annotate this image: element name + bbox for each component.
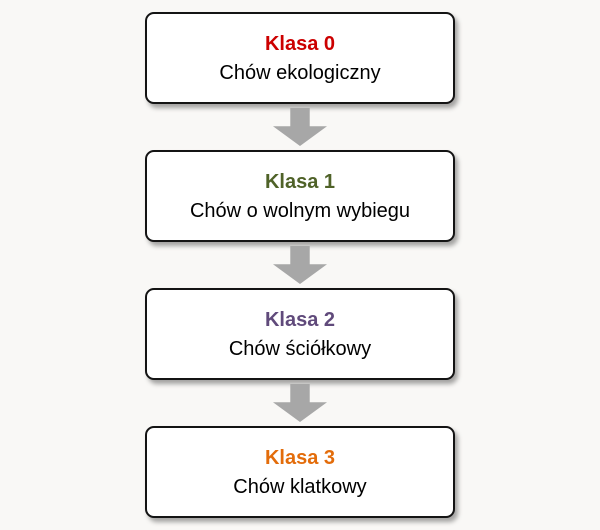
node-label: Chów ekologiczny bbox=[219, 61, 381, 84]
node-title: Klasa 3 bbox=[264, 446, 336, 469]
down-arrow-icon bbox=[273, 246, 327, 284]
flowchart-node-klasa-3: Klasa 3 Chów klatkowy bbox=[145, 426, 455, 518]
arrow-wrap bbox=[273, 242, 327, 288]
node-title: Klasa 2 bbox=[264, 308, 336, 331]
down-arrow-icon bbox=[273, 384, 327, 422]
node-label: Chów ściółkowy bbox=[228, 337, 372, 360]
node-label: Chów o wolnym wybiegu bbox=[189, 199, 411, 222]
flowchart-node-klasa-1: Klasa 1 Chów o wolnym wybiegu bbox=[145, 150, 455, 242]
node-label: Chów klatkowy bbox=[233, 475, 367, 498]
arrow-wrap bbox=[273, 380, 327, 426]
flowchart-node-klasa-2: Klasa 2 Chów ściółkowy bbox=[145, 288, 455, 380]
arrow-wrap bbox=[273, 104, 327, 150]
node-title: Klasa 0 bbox=[264, 32, 336, 55]
flowchart-node-klasa-0: Klasa 0 Chów ekologiczny bbox=[145, 12, 455, 104]
node-title: Klasa 1 bbox=[264, 170, 336, 193]
down-arrow-icon bbox=[273, 108, 327, 146]
